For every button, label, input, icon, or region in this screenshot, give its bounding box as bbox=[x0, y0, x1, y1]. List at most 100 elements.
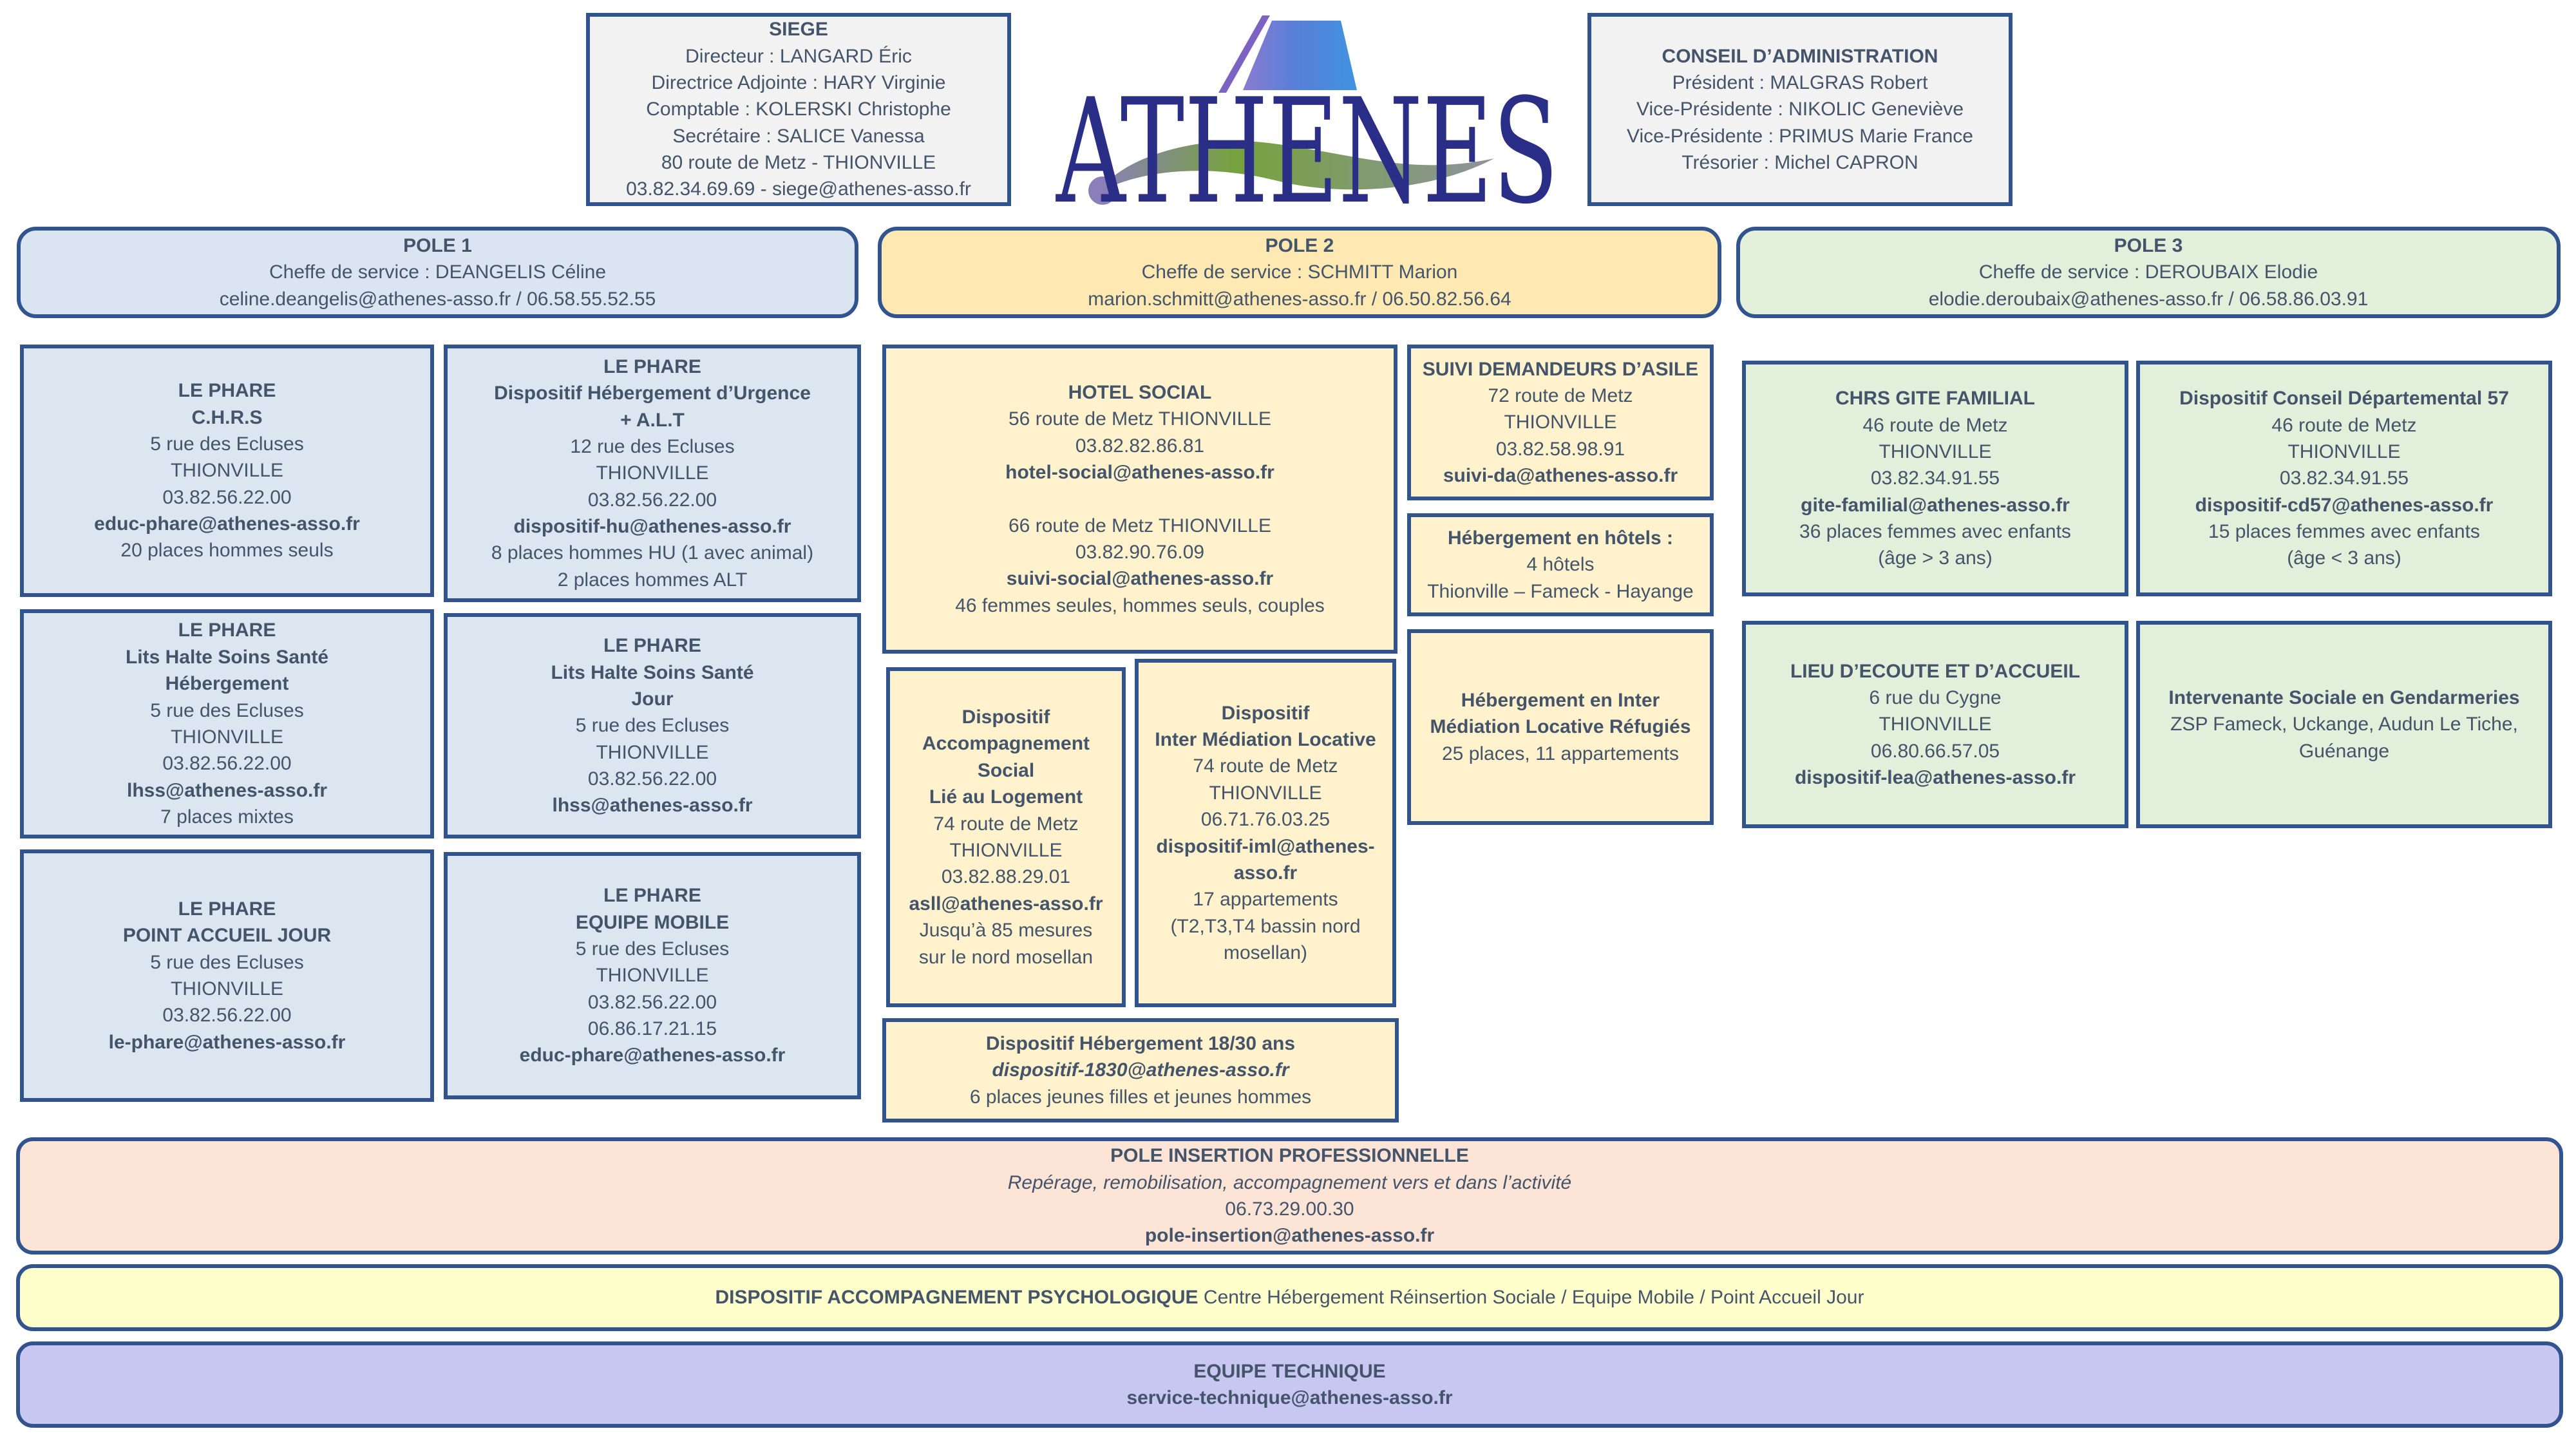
text-line: POLE 3 bbox=[1747, 232, 2550, 259]
text-segment: hotel-social@athenes-asso.fr bbox=[1005, 461, 1274, 483]
text-line: 5 rue des Ecluses bbox=[30, 697, 424, 724]
text-segment: celine.deangelis@athenes-asso.fr / 06.58… bbox=[219, 288, 656, 310]
text-line: THIONVILLE bbox=[454, 962, 851, 989]
text-line: 15 places femmes avec enfants bbox=[2146, 518, 2542, 545]
text-segment: LE PHARE bbox=[178, 380, 276, 402]
text-line: 06.86.17.21.15 bbox=[454, 1016, 851, 1042]
text-line: marion.schmitt@athenes-asso.fr / 06.50.8… bbox=[888, 286, 1711, 312]
text-segment: 46 femmes seules, hommes seuls, couples bbox=[955, 594, 1325, 616]
text-segment: gite-familial@athenes-asso.fr bbox=[1801, 494, 2070, 516]
text-segment: Vice-Présidente : NIKOLIC Geneviève bbox=[1636, 99, 1964, 120]
text-line: dispositif-iml@athenes- bbox=[1145, 833, 1386, 860]
text-line: 46 femmes seules, hommes seuls, couples bbox=[893, 592, 1387, 619]
text-segment: 74 route de Metz bbox=[1193, 755, 1338, 777]
text-line: Intervenante Sociale en Gendarmeries bbox=[2146, 685, 2542, 711]
text-line: 03.82.56.22.00 bbox=[30, 750, 424, 777]
text-line: 06.71.76.03.25 bbox=[1145, 806, 1386, 833]
text-segment: POLE INSERTION PROFESSIONNELLE bbox=[1110, 1145, 1469, 1167]
text-segment: 5 rue des Ecluses bbox=[150, 433, 304, 455]
text-segment: THIONVILLE bbox=[1879, 440, 1992, 462]
text-line: educ-phare@athenes-asso.fr bbox=[454, 1042, 851, 1068]
text-segment: Dispositif Conseil Départemental 57 bbox=[2179, 388, 2509, 410]
text-line: 6 places jeunes filles et jeunes hommes bbox=[893, 1084, 1388, 1110]
text-segment: mosellan) bbox=[1223, 942, 1308, 964]
text-line: 03.82.34.91.55 bbox=[2146, 465, 2542, 491]
text-line: Comptable : KOLERSKI Christophe bbox=[596, 96, 1001, 122]
text-segment: Comptable : KOLERSKI Christophe bbox=[646, 99, 951, 120]
text-line: 2 places hommes ALT bbox=[454, 567, 851, 593]
text-segment: Hébergement en hôtels : bbox=[1447, 527, 1674, 549]
text-segment: THIONVILLE bbox=[170, 978, 284, 999]
text-line: HOTEL SOCIAL bbox=[893, 379, 1387, 406]
text-segment: 8 places hommes HU (1 avec animal) bbox=[491, 542, 814, 564]
text-segment: 72 route de Metz bbox=[1488, 384, 1633, 406]
text-segment: CONSEIL D’ADMINISTRATION bbox=[1662, 45, 1938, 67]
text-line: LE PHARE bbox=[30, 617, 424, 643]
text-segment: Cheffe de service : SCHMITT Marion bbox=[1141, 261, 1458, 283]
text-line: DISPOSITIF ACCOMPAGNEMENT PSYCHOLOGIQUE … bbox=[26, 1284, 2553, 1311]
text-line: 03.82.34.69.69 - siege@athenes-asso.fr bbox=[596, 176, 1001, 202]
text-line: celine.deangelis@athenes-asso.fr / 06.58… bbox=[27, 286, 848, 312]
text-line: Lits Halte Soins Santé bbox=[454, 659, 851, 686]
text-segment: 25 places, 11 appartements bbox=[1441, 743, 1679, 764]
swoosh-tip bbox=[1088, 176, 1117, 205]
text-segment: POINT ACCUEIL JOUR bbox=[122, 925, 332, 947]
text-line: Accompagnement bbox=[896, 730, 1115, 757]
text-segment: Président : MALGRAS Robert bbox=[1672, 71, 1928, 93]
text-segment: Guénange bbox=[2298, 740, 2390, 762]
bar-dispositif-accompagnement-psychologique: DISPOSITIF ACCOMPAGNEMENT PSYCHOLOGIQUE … bbox=[16, 1264, 2563, 1331]
text-segment: 03.82.34.91.55 bbox=[1870, 468, 2000, 489]
text-line: dispositif-cd57@athenes-asso.fr bbox=[2146, 492, 2542, 518]
text-line: THIONVILLE bbox=[1417, 409, 1703, 435]
text-segment: Repérage, remobilisation, accompagnement… bbox=[1007, 1171, 1572, 1193]
text-segment: 46 route de Metz bbox=[1862, 414, 2008, 436]
text-segment: dispositif-1830@athenes-asso.fr bbox=[992, 1059, 1289, 1081]
text-segment: 6 rue du Cygne bbox=[1869, 687, 2002, 708]
text-segment: ZSP Fameck, Uckange, Audun Le Tiche, bbox=[2170, 714, 2518, 735]
text-segment: Dispositif Hébergement d’Urgence bbox=[494, 383, 811, 404]
text-line: THIONVILLE bbox=[30, 724, 424, 750]
text-segment: C.H.R.S bbox=[191, 406, 263, 428]
text-line: 74 route de Metz bbox=[896, 811, 1115, 837]
text-segment: dispositif-lea@athenes-asso.fr bbox=[1794, 767, 2076, 789]
box-suivi-demandeurs-asile: SUIVI DEMANDEURS D’ASILE 72 route de Metz… bbox=[1407, 345, 1714, 500]
text-segment: 20 places hommes seuls bbox=[120, 540, 334, 562]
text-line: 7 places mixtes bbox=[30, 804, 424, 830]
text-segment: Accompagnement bbox=[922, 733, 1090, 755]
text-segment: 5 rue des Ecluses bbox=[150, 951, 304, 973]
text-segment: EQUIPE TECHNIQUE bbox=[1193, 1360, 1386, 1382]
text-line: 4 hôtels bbox=[1417, 551, 1703, 578]
text-line: 5 rue des Ecluses bbox=[30, 949, 424, 976]
box-conseil-administration: CONSEIL D’ADMINISTRATION Président : MALG… bbox=[1587, 13, 2012, 206]
text-segment: Médiation Locative Réfugiés bbox=[1430, 716, 1691, 738]
text-line: (âge < 3 ans) bbox=[2146, 545, 2542, 571]
text-line: lhss@athenes-asso.fr bbox=[30, 777, 424, 804]
text-segment: THIONVILLE bbox=[1879, 714, 1992, 735]
text-line: 6 rue du Cygne bbox=[1752, 685, 2118, 711]
text-line: dispositif-hu@athenes-asso.fr bbox=[454, 513, 851, 540]
text-segment: 46 route de Metz bbox=[2271, 414, 2417, 436]
text-segment: 03.82.56.22.00 bbox=[587, 768, 717, 790]
text-segment: DISPOSITIF ACCOMPAGNEMENT PSYCHOLOGIQUE bbox=[715, 1287, 1204, 1309]
text-line: sur le nord mosellan bbox=[896, 944, 1115, 971]
text-line: Trésorier : Michel CAPRON bbox=[1598, 149, 2002, 176]
text-line: Lié au Logement bbox=[896, 784, 1115, 810]
text-line: EQUIPE TECHNIQUE bbox=[26, 1358, 2553, 1385]
text-line: POINT ACCUEIL JOUR bbox=[30, 922, 424, 949]
text-segment: Jour bbox=[631, 688, 674, 710]
text-line: THIONVILLE bbox=[1752, 439, 2118, 465]
text-line: 03.82.56.22.00 bbox=[30, 1002, 424, 1028]
text-line: Dispositif Conseil Départemental 57 bbox=[2146, 385, 2542, 412]
text-segment: Dispositif bbox=[1221, 702, 1310, 724]
text-segment: 2 places hommes ALT bbox=[557, 569, 748, 591]
text-segment: SUIVI DEMANDEURS D’ASILE bbox=[1422, 358, 1699, 380]
text-line: CHRS GITE FAMILIAL bbox=[1752, 385, 2118, 412]
text-segment: dispositif-cd57@athenes-asso.fr bbox=[2195, 494, 2494, 516]
